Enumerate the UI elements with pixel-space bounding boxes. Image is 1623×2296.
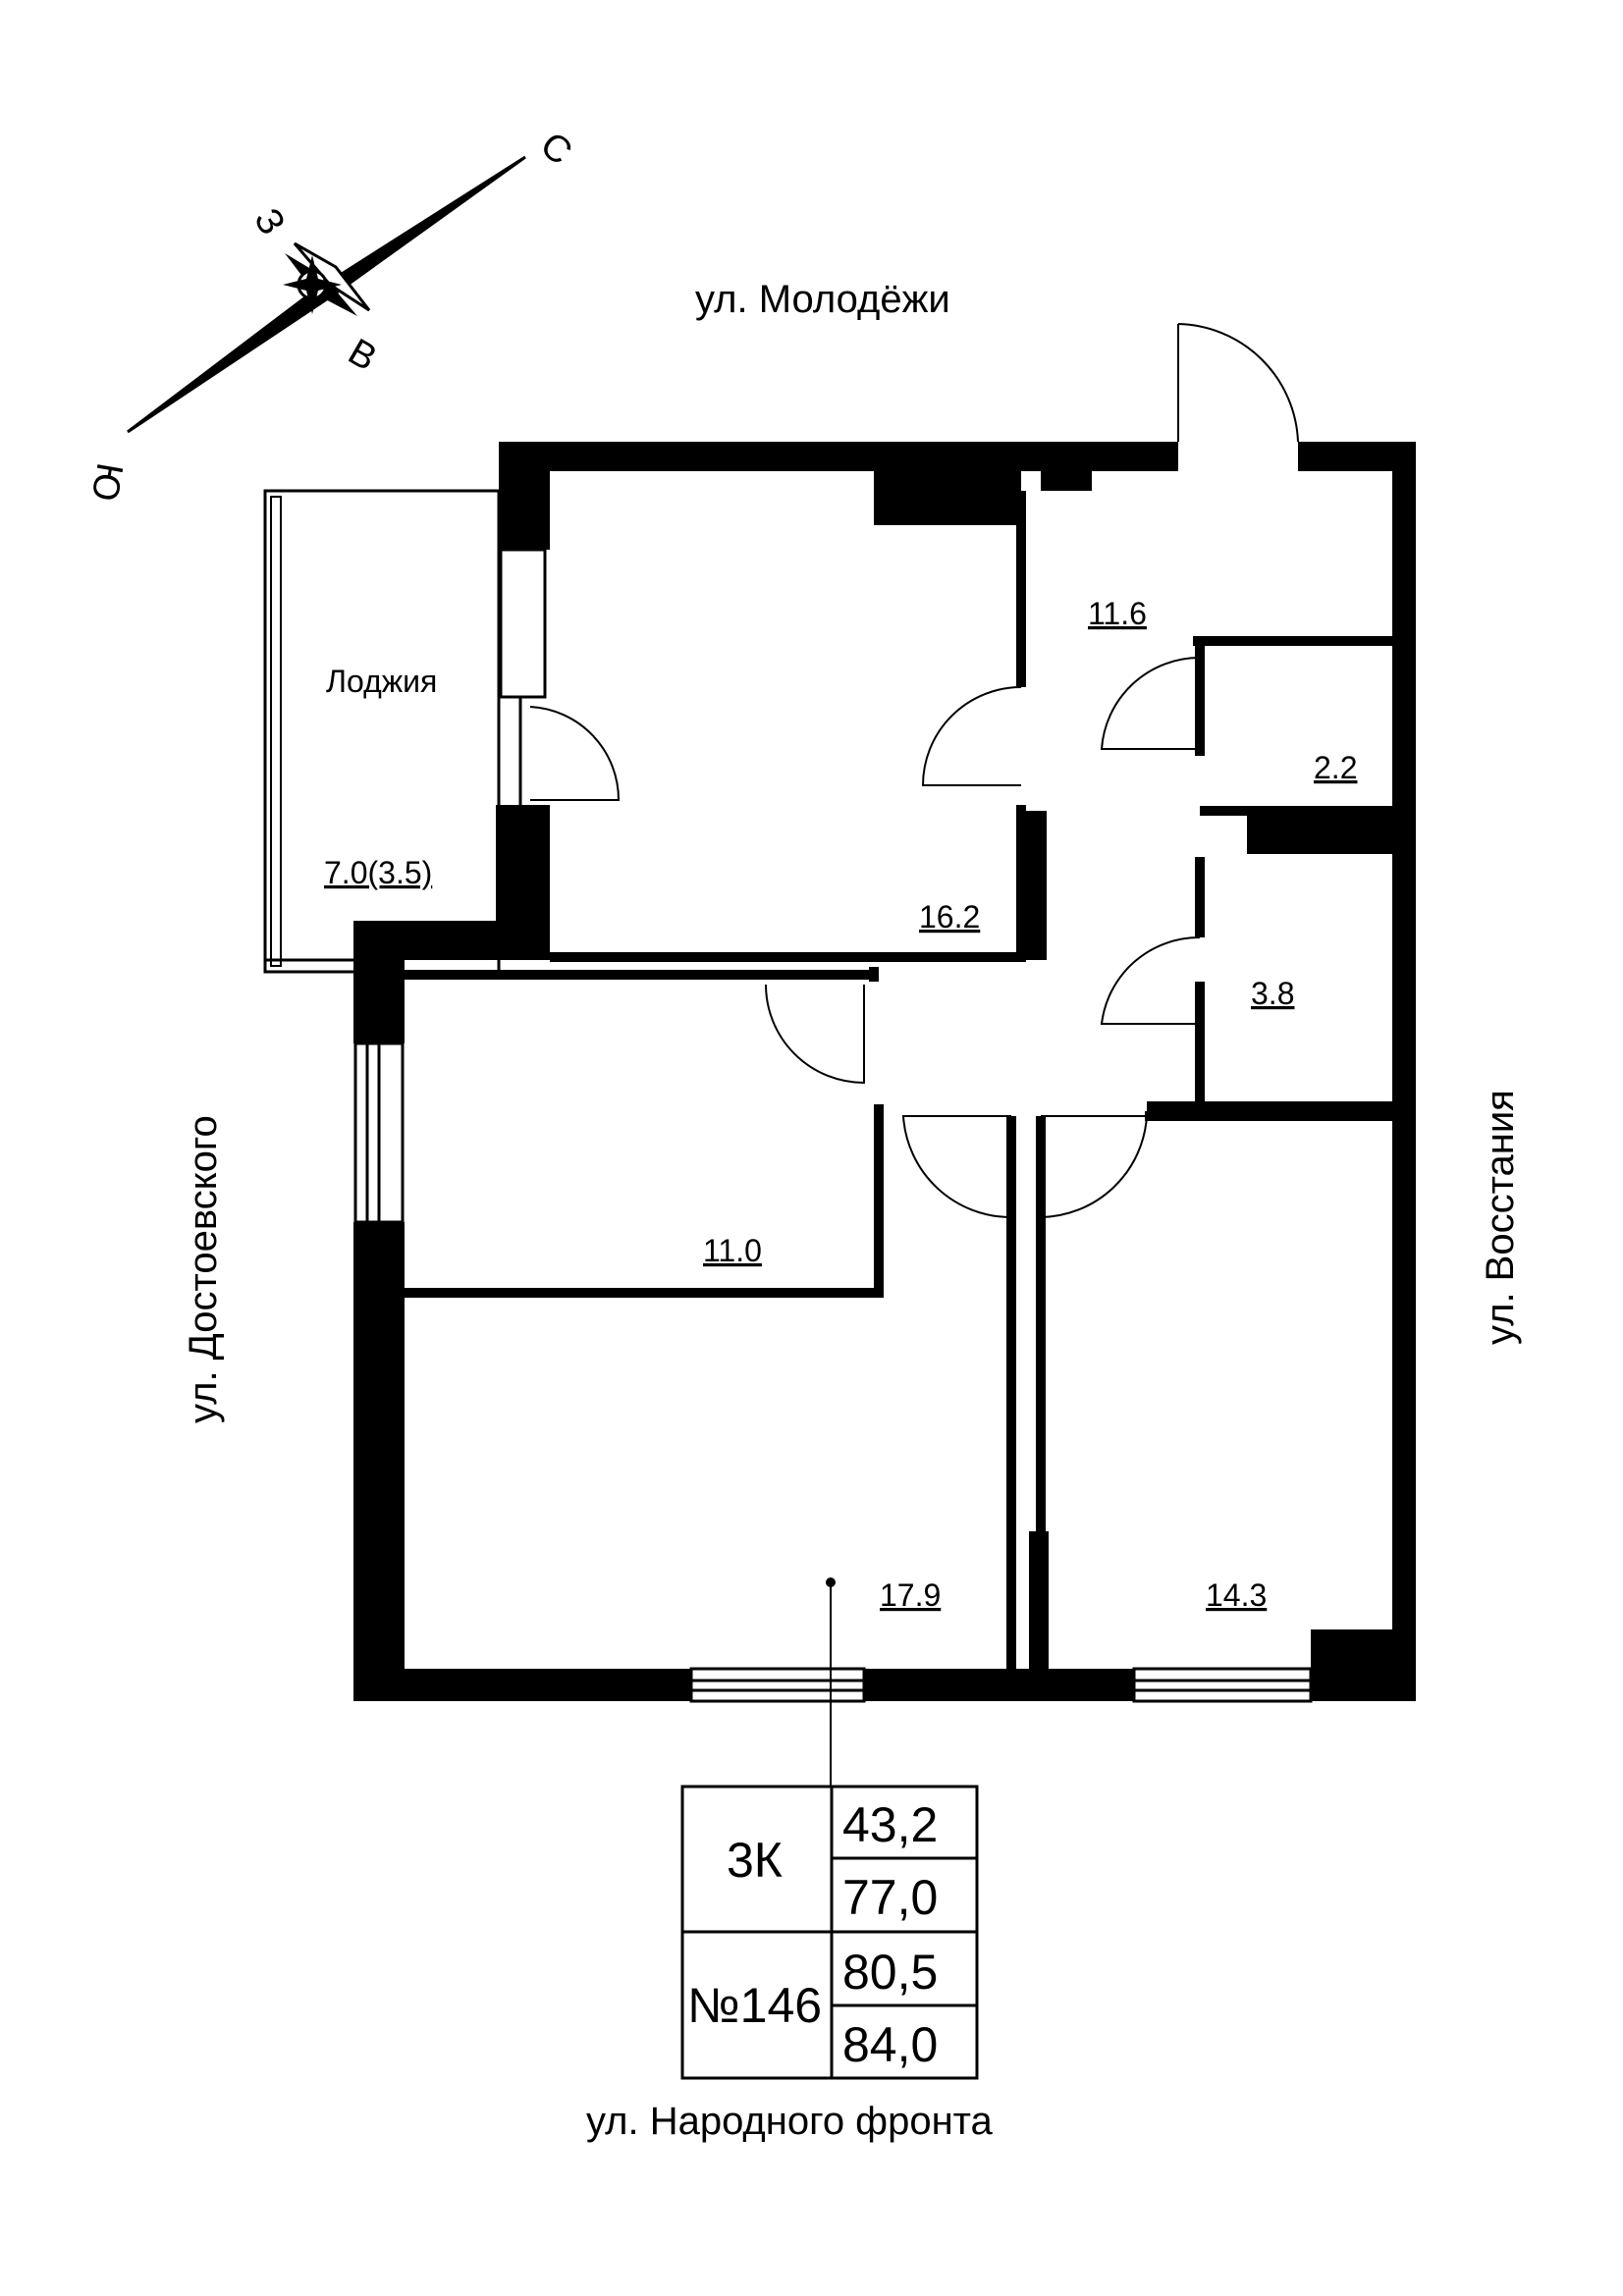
room-area-top: 16.2: [919, 899, 980, 934]
loggia-name: Лоджия: [326, 664, 437, 699]
compass-west-label: З: [245, 202, 293, 242]
street-west: ул. Достоевского: [182, 1115, 225, 1423]
street-east: ул. Восстания: [1479, 1090, 1522, 1345]
apartment-type: 3К: [727, 1833, 783, 1888]
room-area-bath: 3.8: [1251, 976, 1294, 1011]
area-total: 77,0: [842, 1870, 938, 1925]
loggia-area: 7.0(3.5): [324, 855, 432, 890]
compass-east-label: В: [342, 331, 384, 379]
doors: [765, 323, 1299, 1219]
room-area-big: 17.9: [880, 1577, 941, 1613]
room-area-right: 14.3: [1206, 1577, 1267, 1613]
apartment-number: №146: [687, 1978, 822, 2033]
interior-walls: [403, 491, 1392, 1701]
street-south: ул. Народного фронта: [586, 2100, 994, 2143]
area-living: 43,2: [842, 1797, 938, 1852]
walls: [353, 442, 1416, 1701]
compass-south-label: Ю: [82, 459, 130, 504]
leader-line: [826, 1577, 836, 1787]
room-labels: Лоджия 7.0(3.5) 16.2 11.6 2.2 3.8 11.0 1…: [324, 596, 1357, 1613]
room-area-bath-small: 2.2: [1314, 750, 1357, 785]
compass-north-label: С: [532, 125, 579, 174]
room-area-hall: 11.6: [1088, 596, 1147, 631]
room-area-mid: 11.0: [703, 1233, 762, 1268]
street-north: ул. Молодёжи: [695, 278, 950, 321]
loggia: [263, 489, 621, 974]
windows: [353, 1041, 1313, 1703]
area-full: 84,0: [842, 2017, 938, 2072]
area-with-loggia: 80,5: [842, 1945, 938, 2000]
info-table: 3К №146 43,2 77,0 80,5 84,0: [680, 1785, 979, 2080]
